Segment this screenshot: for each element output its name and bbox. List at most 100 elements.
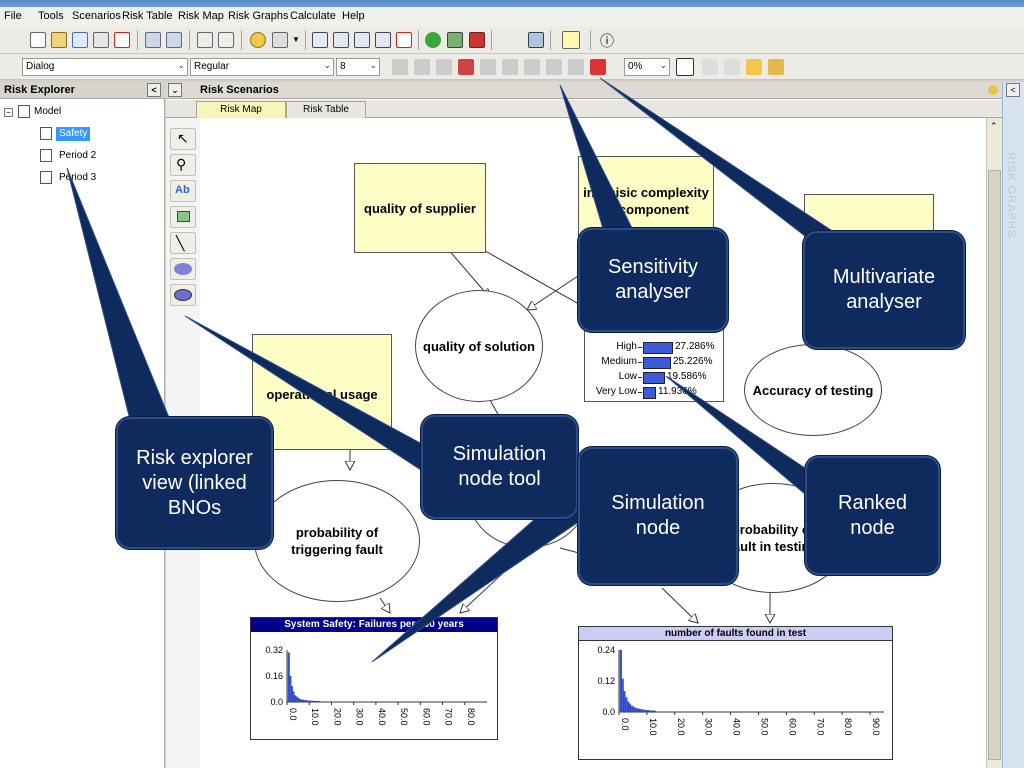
observation-icon[interactable] [272,32,288,48]
scroll-up-icon[interactable]: ⌃ [990,121,998,131]
delete-icon[interactable] [114,32,130,48]
arc [661,587,698,623]
tab-risk-table[interactable]: Risk Table [286,101,366,118]
text-color-icon[interactable] [502,59,518,75]
risk-explorer-header: Risk Explorer < [0,82,165,99]
style-select-value: Regular [194,61,230,72]
stop-icon[interactable] [469,32,485,48]
tree-root-model[interactable]: Model [34,106,62,117]
x-tick-label: 70.0 [815,718,825,736]
chevron-down-icon: ⌄ [369,60,377,70]
simulation-node-tool[interactable] [170,284,196,306]
help-cursor-icon[interactable]: ⓘ [600,33,614,49]
arc-tool[interactable]: ╲ [170,232,196,254]
x-tick-label: 70.0 [444,708,454,726]
dropdown-arrow-icon[interactable]: ▼ [292,35,300,44]
tree-collapse-icon[interactable]: − [4,108,13,117]
ranked-row-tick [638,362,642,363]
menu-risk-graphs[interactable]: Risk Graphs [228,10,289,22]
text-tool[interactable]: Ab [170,180,196,202]
copy-model-icon[interactable] [93,32,109,48]
calculate-icon[interactable] [425,32,441,48]
delete-shape-icon[interactable] [590,59,606,75]
save-icon[interactable] [72,32,88,48]
new-file-icon[interactable] [30,32,46,48]
style-select[interactable]: Regular⌄ [190,58,334,76]
column-tool-icon[interactable] [354,32,370,48]
scroll-thumb[interactable] [988,170,1001,760]
magnifier-icon: ⚲ [176,156,187,172]
multivariate-analyser-icon[interactable] [562,31,580,49]
ungroup-icon[interactable] [568,59,584,75]
node-accuracy-of-testing[interactable]: Accuracy of testing [744,344,882,436]
histogram-bar [645,709,648,713]
collapse-left-icon[interactable]: < [147,83,161,97]
vertical-scrollbar[interactable]: ⌃ [986,118,1002,768]
expand-left-icon[interactable]: < [1006,83,1020,97]
cut-icon[interactable] [702,59,718,75]
arrange-icon[interactable] [524,59,540,75]
callout-sensitivity-analyser: Sensitivity analyser [578,228,728,332]
risk-scenarios-title: Risk Scenarios [200,84,279,96]
menu-risk-map[interactable]: Risk Map [178,10,224,22]
run-icon[interactable] [447,32,463,48]
callout-text: Simulation node tool [452,443,547,490]
chart-system-safety[interactable]: System Safety: Failures per 100 years 0.… [250,617,498,740]
node-quality-of-solution[interactable]: quality of solution [415,290,543,402]
node-label: operational usage [266,386,378,402]
menu-file[interactable]: File [4,10,22,22]
open-file-icon[interactable] [51,32,67,48]
risk-map-canvas[interactable]: quality of supplier intrinisic complexit… [200,118,986,768]
import-icon[interactable] [145,32,161,48]
color-swatch[interactable] [676,58,694,76]
tree-item-safety[interactable]: Safety [56,127,91,141]
grid-tool-icon[interactable] [375,32,391,48]
x-tick-label: 40.0 [377,708,387,726]
paste-icon[interactable] [746,59,762,75]
node-operational-usage[interactable]: operational usage [252,334,392,450]
tree-item-period-3[interactable]: Period 3 [59,172,97,183]
ranked-node-tool[interactable] [170,258,196,280]
zoom-tool[interactable]: ⚲ [170,154,196,176]
histogram-bar [316,701,319,703]
image-tool[interactable] [170,206,196,228]
x-tick-label: 20.0 [676,718,686,736]
tab-risk-map[interactable]: Risk Map [196,101,286,118]
menu-tools[interactable]: Tools [38,10,64,22]
align-icon[interactable] [436,59,452,75]
clipboard-icon[interactable] [768,59,784,75]
node-quality-of-supplier[interactable]: quality of supplier [354,163,486,253]
ranked-row-bar [643,342,673,354]
bold-icon[interactable] [392,59,408,75]
node-probability-triggering-fault[interactable]: probability of triggering fault [254,480,420,602]
sensitivity-analyser-icon[interactable] [528,32,544,48]
font-select[interactable]: Dialog⌄ [22,58,188,76]
print-icon[interactable] [197,32,213,48]
size-select[interactable]: 8⌄ [336,58,380,76]
zoom-select[interactable]: 0%⌄ [624,58,670,76]
select-tool[interactable]: ↖ [170,128,196,150]
scenario-file-icon [40,149,52,162]
scenario-icon[interactable] [250,32,266,48]
line-color-icon[interactable] [480,59,496,75]
group-icon[interactable] [546,59,562,75]
risk-graphs-panel[interactable]: < RISK GRAPHS [1002,82,1024,768]
ranked-row-value: 27.286% [675,341,715,352]
menu-risk-table[interactable]: Risk Table [122,10,173,22]
export-icon[interactable] [166,32,182,48]
fill-color-icon[interactable] [458,59,474,75]
node-oval-icon [174,263,192,275]
menu-help[interactable]: Help [342,10,365,22]
italic-icon[interactable] [414,59,430,75]
remove-tool-icon[interactable] [396,32,412,48]
histogram-bar [310,700,313,703]
table-tool-icon[interactable] [312,32,328,48]
tree-item-period-2[interactable]: Period 2 [59,150,97,161]
menu-calculate[interactable]: Calculate [290,10,336,22]
menu-scenarios[interactable]: Scenarios [72,10,121,22]
copy-icon[interactable] [724,59,740,75]
collapse-down-icon[interactable]: ⌄ [168,83,182,97]
row-tool-icon[interactable] [333,32,349,48]
preview-icon[interactable] [218,32,234,48]
